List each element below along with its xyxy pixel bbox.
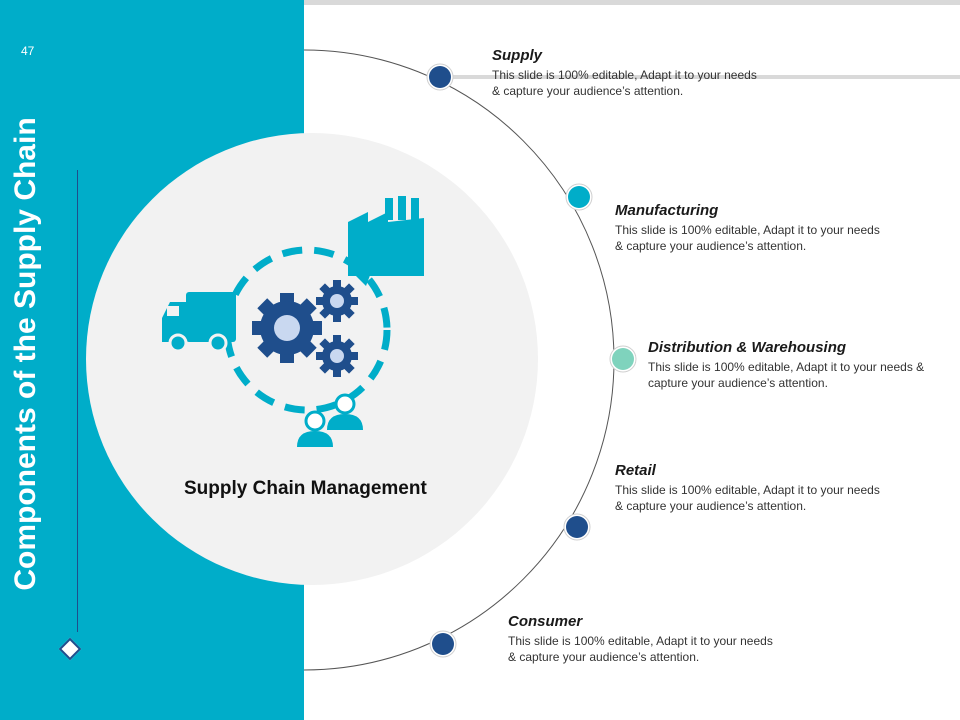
component-description: This slide is 100% editable, Adapt it to… bbox=[508, 634, 773, 664]
people-icon bbox=[297, 393, 363, 447]
dashed-ring-icon bbox=[223, 246, 391, 414]
gear-large-icon bbox=[252, 293, 322, 363]
component-description: This slide is 100% editable, Adapt it to… bbox=[615, 483, 880, 513]
component-retail: Retail This slide is 100% editable, Adap… bbox=[615, 462, 885, 514]
component-supply: Supply This slide is 100% editable, Adap… bbox=[492, 47, 762, 99]
person-front-icon bbox=[297, 410, 333, 447]
gear-small-top-icon bbox=[316, 280, 358, 322]
center-circle bbox=[86, 133, 538, 585]
vertical-rule bbox=[77, 170, 78, 632]
node-dot-manufacturing bbox=[565, 183, 593, 211]
component-title: Manufacturing bbox=[615, 202, 719, 219]
node-dot-distribution bbox=[609, 345, 637, 373]
component-consumer: Consumer This slide is 100% editable, Ad… bbox=[508, 613, 778, 665]
page-number: 47 bbox=[21, 44, 35, 58]
top-divider-bar bbox=[304, 0, 960, 5]
person-back-icon bbox=[327, 393, 363, 430]
component-description: This slide is 100% editable, Adapt it to… bbox=[492, 68, 757, 98]
node-dot-consumer bbox=[429, 630, 457, 658]
component-description: This slide is 100% editable, Adapt it to… bbox=[615, 223, 880, 253]
truck-icon bbox=[162, 292, 236, 353]
supply-divider-strip bbox=[445, 75, 960, 79]
node-dot-supply bbox=[426, 63, 454, 91]
component-title: Consumer bbox=[508, 613, 583, 630]
component-title: Retail bbox=[615, 462, 656, 479]
component-description: This slide is 100% editable, Adapt it to… bbox=[648, 360, 925, 390]
component-manufacturing: Manufacturing This slide is 100% editabl… bbox=[615, 202, 885, 254]
component-distribution: Distribution & Warehousing This slide is… bbox=[648, 339, 928, 391]
component-title: Distribution & Warehousing bbox=[648, 339, 847, 356]
gear-small-bottom-icon bbox=[316, 335, 358, 377]
node-dot-retail bbox=[563, 513, 591, 541]
factory-icon bbox=[348, 196, 424, 286]
component-title: Supply bbox=[492, 47, 543, 64]
center-label: Supply Chain Management bbox=[184, 478, 427, 499]
